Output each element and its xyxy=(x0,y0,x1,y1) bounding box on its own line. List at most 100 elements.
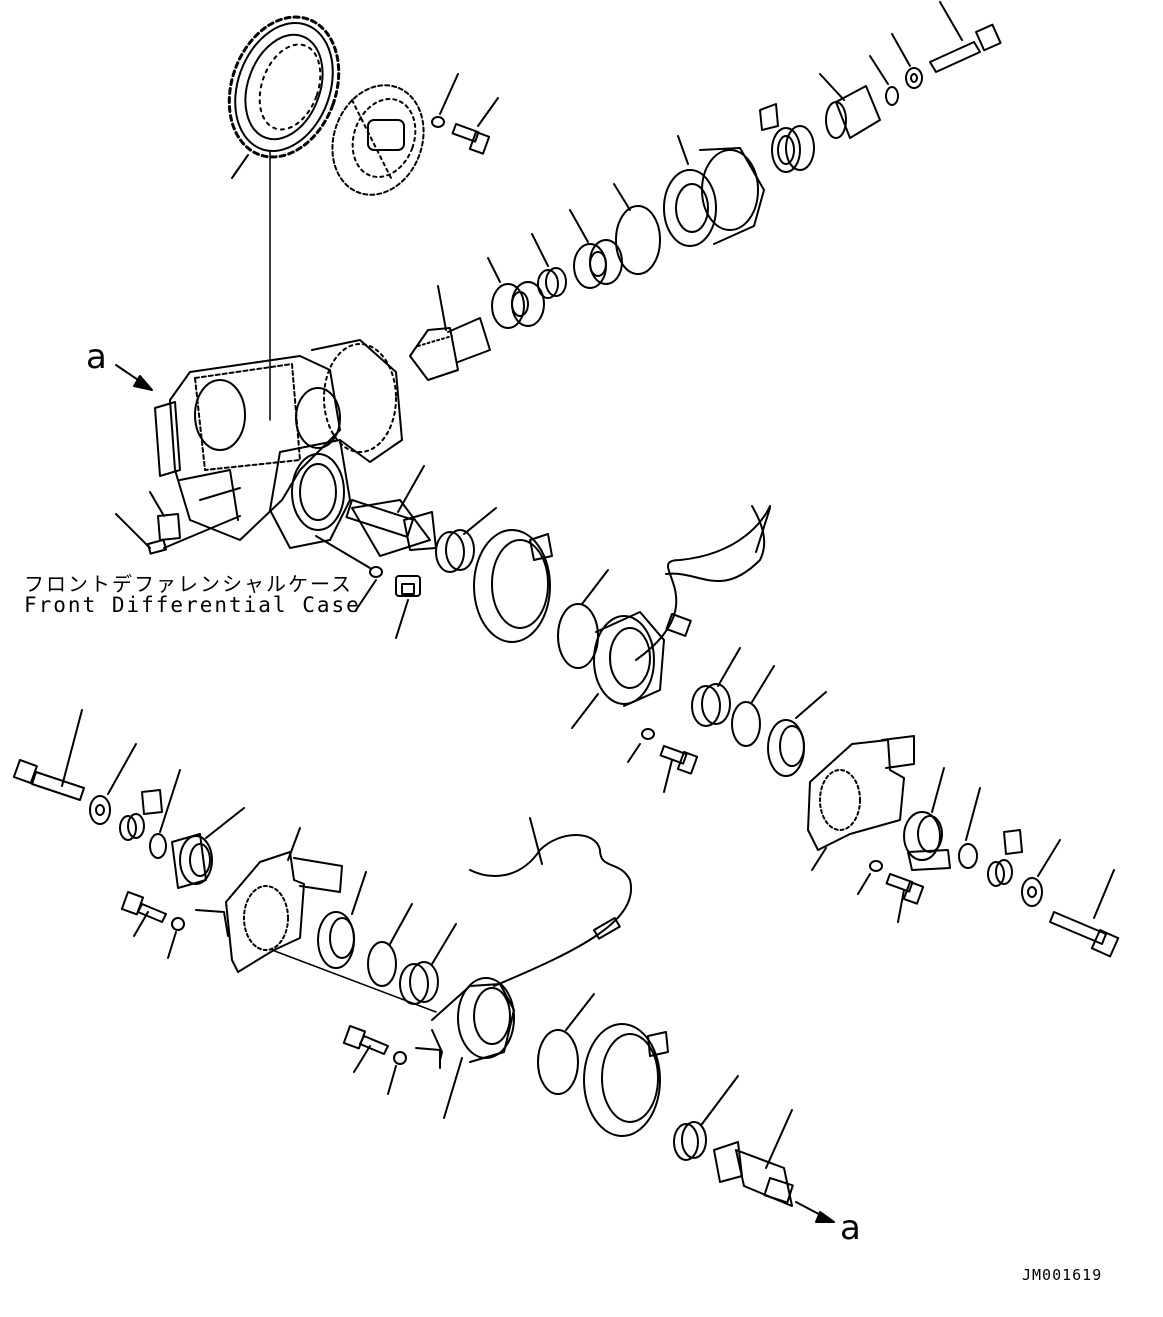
leader xyxy=(751,665,775,703)
leader xyxy=(531,233,549,267)
leader xyxy=(701,1075,739,1125)
washer xyxy=(905,67,923,89)
leader xyxy=(663,759,673,793)
o-ring-small xyxy=(885,86,899,106)
leader xyxy=(443,1057,463,1119)
breather-plug xyxy=(395,575,421,597)
reference-label-a-bottom: a xyxy=(840,1208,861,1248)
bearing-cage xyxy=(663,147,765,247)
o-ring-large xyxy=(615,205,661,275)
leader xyxy=(437,285,447,331)
bracket-line xyxy=(271,949,437,1013)
leader xyxy=(167,931,177,959)
tag xyxy=(1003,829,1023,855)
oil-seal xyxy=(767,719,805,777)
leader xyxy=(351,871,367,915)
drawing-code: JM001619 xyxy=(1022,1266,1103,1284)
bolt xyxy=(451,122,491,155)
bearing-cone xyxy=(399,961,439,1005)
leader xyxy=(107,743,137,795)
label-tag xyxy=(157,513,181,541)
bearing-cone xyxy=(691,683,731,727)
washer-stack xyxy=(987,859,1013,887)
differential-carrier xyxy=(331,84,425,196)
shim-plate xyxy=(583,1023,661,1137)
leader xyxy=(389,903,413,945)
leader xyxy=(857,873,871,895)
bracket-line xyxy=(195,909,229,937)
bracket-right xyxy=(807,735,915,851)
taper-bearing xyxy=(573,239,623,289)
leader xyxy=(61,709,83,787)
washer xyxy=(89,795,111,825)
case-label-japanese: フロントデファレンシャルケース xyxy=(24,572,353,596)
speed-sensor-cable-upper xyxy=(635,505,771,661)
leader xyxy=(581,569,609,605)
sensor-probe xyxy=(593,917,621,940)
leader xyxy=(717,647,741,687)
speed-sensor-cable-upper-2 xyxy=(665,505,766,583)
sensor-housing xyxy=(431,977,515,1063)
leader xyxy=(965,787,981,841)
bracket-line xyxy=(415,1047,441,1069)
needle-bearing xyxy=(825,85,881,139)
leader xyxy=(571,693,599,729)
leader xyxy=(355,579,377,611)
leader xyxy=(1037,839,1061,877)
lock-nut xyxy=(771,125,815,173)
long-bolt xyxy=(12,758,85,801)
yoke-right xyxy=(903,811,951,871)
tag xyxy=(141,789,163,815)
leader xyxy=(159,769,181,833)
reference-label-a-top: a xyxy=(86,337,107,377)
leader xyxy=(149,491,165,517)
spacer xyxy=(537,267,567,299)
leader xyxy=(397,465,425,513)
leader xyxy=(487,257,501,283)
leader xyxy=(755,507,771,553)
o-ring-small xyxy=(149,833,167,859)
leader xyxy=(315,535,371,569)
arrow-head xyxy=(815,1211,835,1223)
leader xyxy=(477,97,499,127)
arrow-head xyxy=(133,375,153,391)
speed-sensor-cable-lower xyxy=(469,834,633,987)
bearing xyxy=(673,1121,707,1161)
yoke-left xyxy=(171,833,213,889)
leader xyxy=(529,817,543,865)
leader xyxy=(565,993,595,1031)
leader xyxy=(431,923,457,965)
tag xyxy=(647,1031,669,1057)
leader xyxy=(627,743,641,763)
washer xyxy=(641,728,655,740)
tag xyxy=(529,533,553,561)
sensor-connector xyxy=(665,613,692,637)
leader xyxy=(463,507,497,535)
bolt xyxy=(659,744,699,775)
spacer-ring xyxy=(367,941,397,987)
tag xyxy=(759,103,779,131)
leader xyxy=(811,847,827,871)
long-bolt xyxy=(929,23,1002,73)
leader xyxy=(115,513,151,549)
o-ring xyxy=(557,603,599,669)
leader xyxy=(897,889,905,923)
oil-seal xyxy=(317,911,355,969)
leader xyxy=(939,1,963,41)
leader xyxy=(387,1065,397,1095)
washer xyxy=(171,917,185,931)
front-differential-case xyxy=(154,339,403,549)
leader xyxy=(353,1045,371,1073)
collar xyxy=(491,281,545,329)
drive-shaft xyxy=(345,499,437,557)
leader xyxy=(439,73,459,115)
bolt xyxy=(120,891,167,923)
o-ring-small xyxy=(369,566,383,578)
leader xyxy=(819,73,845,101)
o-ring xyxy=(537,1029,579,1095)
bolt xyxy=(885,873,925,905)
leader xyxy=(1093,869,1115,919)
spacer-ring xyxy=(731,701,761,747)
